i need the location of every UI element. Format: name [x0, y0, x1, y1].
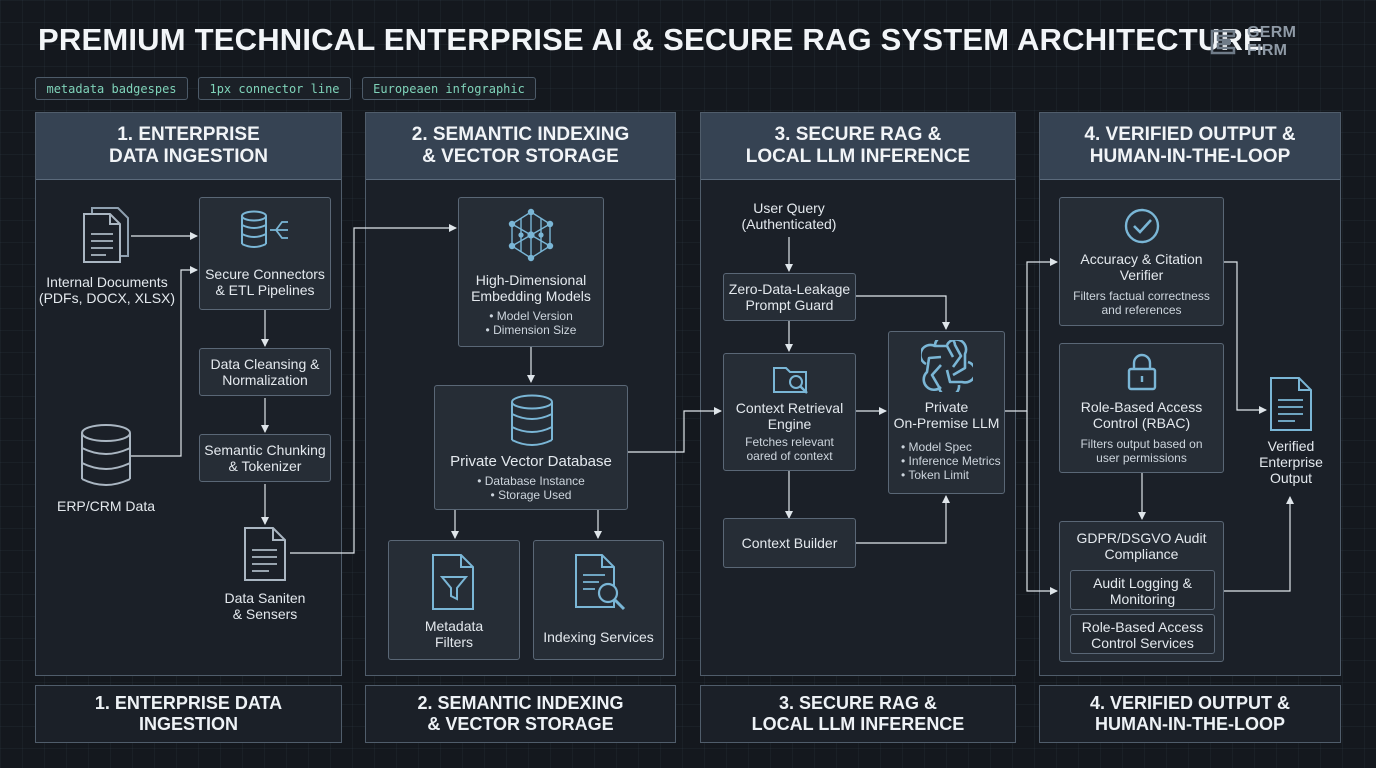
- output-document-icon: [1269, 376, 1313, 432]
- footer-verified-output: 4. VERIFIED OUTPUT & HUMAN-IN-THE-LOOP: [1039, 685, 1341, 743]
- accuracy-verifier-node: Accuracy & Citation Verifier Filters fac…: [1059, 197, 1224, 326]
- context-retrieval-details: Fetches relevant oared of context: [745, 435, 834, 463]
- panel-header: 2. SEMANTIC INDEXING & VECTOR STORAGE: [366, 113, 675, 180]
- footer-label: 1. ENTERPRISE DATA INGESTION: [94, 693, 283, 734]
- footer-semantic-indexing: 2. SEMANTIC INDEXING & VECTOR STORAGE: [365, 685, 676, 743]
- gdpr-audit-title: GDPR/DSGVO Audit Compliance: [1076, 530, 1207, 562]
- panel-header: 4. VERIFIED OUTPUT & HUMAN-IN-THE-LOOP: [1040, 113, 1340, 180]
- context-builder-label: Context Builder: [741, 535, 838, 551]
- accuracy-verifier-title: Accuracy & Citation Verifier: [1080, 251, 1203, 283]
- audit-logging-node: Audit Logging & Monitoring: [1070, 570, 1215, 610]
- badge-infographic: Europeaen infographic: [362, 77, 536, 100]
- rbac-details: Filters output based on user permissions: [1080, 437, 1203, 465]
- semantic-chunking-label: Semantic Chunking & Tokenizer: [204, 442, 326, 474]
- panel-header: 1. ENTERPRISE DATA INGESTION: [36, 113, 341, 180]
- footer-label: 3. SECURE RAG & LOCAL LLM INFERENCE: [751, 693, 965, 734]
- footer-label: 2. SEMANTIC INDEXING & VECTOR STORAGE: [417, 693, 624, 734]
- neural-network-icon: [504, 208, 558, 262]
- brand-logo: GERM FIRM: [1209, 24, 1339, 59]
- prompt-guard-label: Zero-Data-Leakage Prompt Guard: [728, 281, 851, 313]
- lock-icon: [1126, 353, 1158, 391]
- filter-document-icon: [429, 553, 479, 611]
- rbac-node: Role-Based Access Control (RBAC) Filters…: [1059, 343, 1224, 473]
- embedding-models-details: • Model Version • Dimension Size: [485, 309, 577, 337]
- metadata-filters-label: Metadata Filters: [424, 618, 484, 650]
- embedding-models-title: High-Dimensional Embedding Models: [471, 272, 591, 304]
- internal-documents-label: Internal Documents (PDFs, DOCX, XLSX): [38, 274, 176, 306]
- indexing-services-node: Indexing Services: [533, 540, 664, 660]
- footer-label: 4. VERIFIED OUTPUT & HUMAN-IN-THE-LOOP: [1089, 693, 1291, 734]
- indexing-services-label: Indexing Services: [543, 629, 654, 645]
- panel-header: 3. SECURE RAG & LOCAL LLM INFERENCE: [701, 113, 1015, 180]
- footer-secure-rag: 3. SECURE RAG & LOCAL LLM INFERENCE: [700, 685, 1016, 743]
- database-icon: [509, 394, 555, 448]
- panel-title: 2. SEMANTIC INDEXING & VECTOR STORAGE: [411, 124, 630, 167]
- prompt-guard-node: Zero-Data-Leakage Prompt Guard: [723, 273, 856, 321]
- vector-database-title: Private Vector Database: [450, 453, 612, 470]
- badge-metadata: metadata badgespes: [35, 77, 188, 100]
- database-connector-icon: [240, 210, 292, 250]
- page-title: PREMIUM TECHNICAL ENTERPRISE AI & SECURE…: [38, 22, 1264, 57]
- metadata-filters-node: Metadata Filters: [388, 540, 520, 660]
- documents-icon: [78, 204, 132, 266]
- semantic-chunking-node: Semantic Chunking & Tokenizer: [199, 434, 331, 482]
- context-retrieval-node: Context Retrieval Engine Fetches relevan…: [723, 353, 856, 471]
- embedding-models-node: High-Dimensional Embedding Models • Mode…: [458, 197, 604, 347]
- context-retrieval-title: Context Retrieval Engine: [735, 400, 844, 432]
- gdpr-audit-node: GDPR/DSGVO Audit Compliance Audit Loggin…: [1059, 521, 1224, 662]
- rbac-title: Role-Based Access Control (RBAC): [1080, 399, 1203, 431]
- badge-connector-line: 1px connector line: [198, 77, 351, 100]
- database-icon: [78, 423, 134, 489]
- context-builder-node: Context Builder: [723, 518, 856, 568]
- data-saniten-label: Data Saniten & Sensers: [224, 590, 306, 622]
- document-icon: [243, 526, 287, 582]
- vector-database-node: Private Vector Database • Database Insta…: [434, 385, 628, 510]
- vector-database-details: • Database Instance • Storage Used: [477, 474, 585, 502]
- data-cleansing-node: Data Cleansing & Normalization: [199, 348, 331, 396]
- user-query-label: User Query (Authenticated): [741, 200, 837, 232]
- germ-firm-logo-icon: [1209, 28, 1237, 56]
- audit-logging-label: Audit Logging & Monitoring: [1093, 575, 1192, 607]
- private-llm-node: Private On-Premise LLM • Model Spec • In…: [888, 331, 1005, 494]
- rbac-services-label: Role-Based Access Control Services: [1081, 619, 1204, 651]
- data-cleansing-label: Data Cleansing & Normalization: [210, 356, 320, 388]
- secure-connectors-node: Secure Connectors & ETL Pipelines: [199, 197, 331, 310]
- rbac-services-node: Role-Based Access Control Services: [1070, 614, 1215, 654]
- footer-data-ingestion: 1. ENTERPRISE DATA INGESTION: [35, 685, 342, 743]
- secure-connectors-label: Secure Connectors & ETL Pipelines: [205, 266, 325, 298]
- document-search-icon: [572, 553, 628, 611]
- checkmark-icon: [1123, 207, 1161, 245]
- verified-output-label: Verified Enterprise Output: [1259, 438, 1323, 486]
- accuracy-verifier-details: Filters factual correctness and referenc…: [1073, 289, 1210, 317]
- llm-knot-icon: [921, 340, 973, 392]
- panel-title: 3. SECURE RAG & LOCAL LLM INFERENCE: [745, 124, 971, 167]
- panel-title: 1. ENTERPRISE DATA INGESTION: [108, 124, 269, 167]
- folder-search-icon: [772, 362, 812, 396]
- panel-title: 4. VERIFIED OUTPUT & HUMAN-IN-THE-LOOP: [1084, 124, 1296, 167]
- private-llm-title: Private On-Premise LLM: [893, 399, 1000, 431]
- brand-name: GERM FIRM: [1247, 24, 1297, 59]
- private-llm-details: • Model Spec • Inference Metrics • Token…: [901, 440, 1001, 482]
- erp-crm-label: ERP/CRM Data: [56, 498, 156, 514]
